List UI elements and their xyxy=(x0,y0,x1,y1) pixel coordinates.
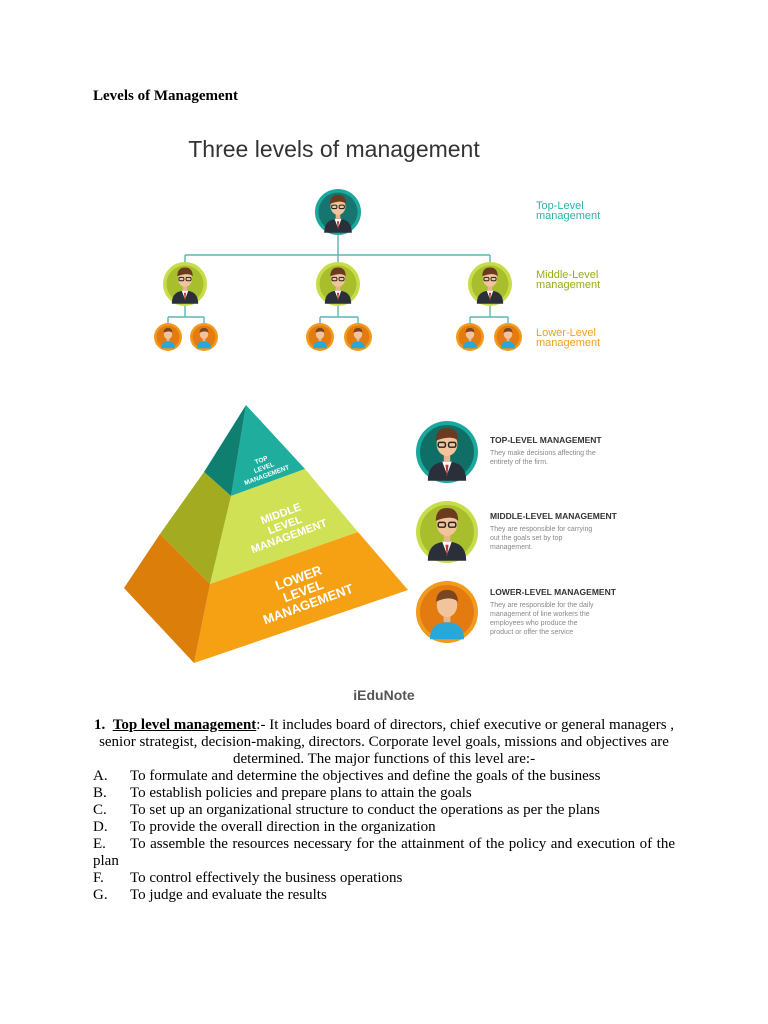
list-item-letter: B. xyxy=(93,785,107,801)
legend-top-avatar xyxy=(416,421,478,483)
legend-top-heading: TOP-LEVEL MANAGEMENT xyxy=(490,435,602,445)
legend-lower-avatar xyxy=(416,581,478,643)
list-item: G. To judge and evaluate the results xyxy=(93,887,675,904)
legend-lower-line4: product or offer the service xyxy=(490,629,573,636)
legend-lower-line3: employees who produce the xyxy=(490,620,578,627)
middle-manager-avatar xyxy=(468,262,512,306)
legend-top-line2: entirety of the firm. xyxy=(490,459,548,466)
list-item-text: To assemble the resources necessary for … xyxy=(93,836,675,869)
legend-middle-heading: MIDDLE-LEVEL MANAGEMENT xyxy=(490,511,618,521)
pyramid-middle-side xyxy=(160,472,231,584)
lower-worker-avatar xyxy=(494,323,522,351)
management-pyramid xyxy=(124,405,408,663)
top-manager-avatar xyxy=(315,189,361,235)
pyramid-top-side xyxy=(204,405,246,496)
document-title: Levels of Management xyxy=(93,88,238,104)
pyramid-lower-side xyxy=(124,534,210,663)
list-item-letter: A. xyxy=(93,768,108,784)
tree-label-middle-line2: management xyxy=(536,279,600,291)
management-infographic: Three levels of management xyxy=(110,122,670,710)
middle-manager-avatar xyxy=(316,262,360,306)
lower-worker-avatar xyxy=(154,323,182,351)
legend-middle-avatar xyxy=(416,501,478,563)
list-item: E.To assemble the resources necessary fo… xyxy=(93,836,675,870)
pyramid-middle-front xyxy=(210,469,358,584)
section-heading: Top level management xyxy=(112,717,257,733)
tree-label-lower-line2: management xyxy=(536,337,600,349)
list-item-text: To formulate and determine the objective… xyxy=(130,768,601,784)
list-item-letter: E. xyxy=(93,836,106,852)
list-item-text: To control effectively the business oper… xyxy=(130,870,403,886)
tree-label-top-line2: management xyxy=(536,210,600,222)
org-connectors xyxy=(167,234,509,325)
list-item-letter: C. xyxy=(93,802,107,818)
section-top-level-management: 1. Top level management:- It includes bo… xyxy=(93,717,675,904)
lower-worker-avatar xyxy=(306,323,334,351)
list-item: A. To formulate and determine the objecti… xyxy=(93,768,675,785)
section-number: 1. xyxy=(93,717,106,733)
list-item: C. To set up an organizational structure … xyxy=(93,802,675,819)
brand-logo: iEduNote xyxy=(353,687,415,703)
list-item-text: To establish policies and prepare plans … xyxy=(130,785,472,801)
legend-middle-line3: management. xyxy=(490,544,533,551)
lower-worker-avatar xyxy=(344,323,372,351)
legend-middle-line2: out the goals set by top xyxy=(490,535,562,542)
legend-lower-line2: management of line workers the xyxy=(490,611,590,618)
section-intro-text: :- It includes board of directors, chief… xyxy=(99,717,675,767)
pyramid-lower-front xyxy=(194,532,408,663)
list-item: F. To control effectively the business op… xyxy=(93,870,675,887)
list-item-letter: D. xyxy=(93,819,108,835)
list-item-letter: G. xyxy=(93,887,108,903)
lower-worker-avatar xyxy=(456,323,484,351)
section-intro: 1. Top level management:- It includes bo… xyxy=(93,717,675,768)
pyramid-top-front xyxy=(231,405,305,496)
lower-worker-avatar xyxy=(190,323,218,351)
tree-label-top-line1: Top-Level xyxy=(536,200,584,212)
legend-lower-line1: They are responsible for the daily xyxy=(490,602,594,609)
list-item-text: To judge and evaluate the results xyxy=(130,887,327,903)
legend-lower-heading: LOWER-LEVEL MANAGEMENT xyxy=(490,587,617,597)
list-item-text: To set up an organizational structure to… xyxy=(130,802,600,818)
legend-middle-line1: They are responsible for carrying xyxy=(490,526,592,533)
list-item-letter: F. xyxy=(93,870,104,886)
tree-label-middle-line1: Middle-Level xyxy=(536,269,598,281)
infographic-title: Three levels of management xyxy=(188,136,480,162)
tree-label-lower-line1: Lower-Level xyxy=(536,327,596,339)
pyramid-top-label-line1: TOP xyxy=(254,455,269,466)
list-item-text: To provide the overall direction in the … xyxy=(130,819,436,835)
list-item: B. To establish policies and prepare plan… xyxy=(93,785,675,802)
legend-top-line1: They make decisions affecting the xyxy=(490,450,596,457)
list-item: D. To provide the overall direction in th… xyxy=(93,819,675,836)
middle-manager-avatar xyxy=(163,262,207,306)
